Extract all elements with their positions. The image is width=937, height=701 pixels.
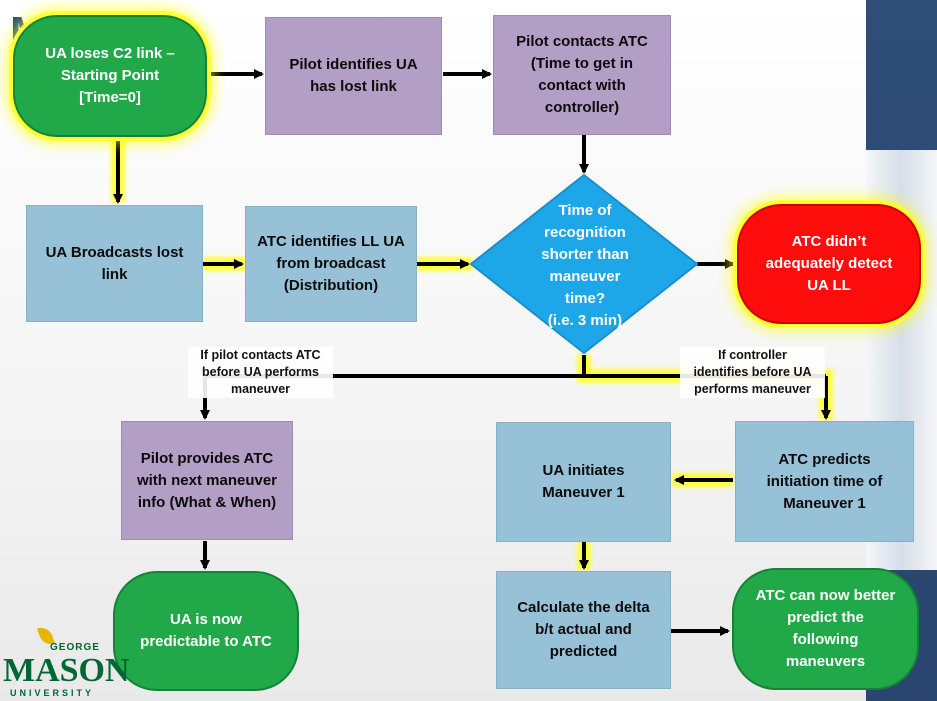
edge-label-right-branch: If controller identifies before UA perfo… [680,347,825,398]
gmu-logo-main: MASON [3,652,130,689]
edge-label-left-branch: If pilot contacts ATC before UA performs… [188,347,333,398]
node-pilot-contacts-atc-text: Pilot contacts ATC (Time to get in conta… [516,33,648,116]
node-atc-predicts-text: ATC predicts initiation time of Maneuver… [766,450,883,512]
node-ua-broadcasts: UA Broadcasts lost link [26,205,203,322]
node-ua-loses-link-text: UA loses C2 link – Starting Point [Time=… [45,45,175,106]
node-ua-loses-link: UA loses C2 link – Starting Point [Time=… [13,15,207,137]
node-pilot-contacts-atc: Pilot contacts ATC (Time to get in conta… [493,15,671,135]
node-atc-identifies-text: ATC identifies LL UA from broadcast (Dis… [257,233,405,294]
node-pilot-provides-text: Pilot provides ATC with next maneuver in… [136,449,278,511]
node-calc-delta-text: Calculate the delta b/t actual and predi… [517,599,650,660]
node-pilot-identifies: Pilot identifies UA has lost link [265,17,442,135]
node-atc-didnt-detect-text: ATC didn’t adequately detect UA LL [765,233,893,294]
george-mason-logo: GEORGE MASON UNIVERSITY [0,622,130,700]
node-ua-predictable: UA is now predictable to ATC [113,571,299,691]
node-atc-identifies: ATC identifies LL UA from broadcast (Dis… [245,206,417,322]
node-ua-broadcasts-text: UA Broadcasts lost link [45,243,184,283]
node-ua-initiates: UA initiates Maneuver 1 [496,422,671,542]
node-ua-initiates-text: UA initiates Maneuver 1 [542,462,625,501]
node-atc-better-predict-text: ATC can now better predict the following… [755,587,896,670]
gmu-logo-bottom: UNIVERSITY [10,688,95,698]
decision-text: Time of recognition shorter than maneuve… [541,202,629,329]
gmu-logo-top: GEORGE [50,642,100,653]
node-atc-didnt-detect: ATC didn’t adequately detect UA LL [737,204,921,324]
node-pilot-identifies-text: Pilot identifies UA has lost link [289,56,418,95]
node-atc-predicts: ATC predicts initiation time of Maneuver… [735,421,914,542]
node-pilot-provides: Pilot provides ATC with next maneuver in… [121,421,293,540]
node-ua-predictable-text: UA is now predictable to ATC [140,611,272,650]
node-atc-better-predict: ATC can now better predict the following… [732,568,919,690]
node-calc-delta: Calculate the delta b/t actual and predi… [496,571,671,689]
decision-diamond [469,173,699,355]
